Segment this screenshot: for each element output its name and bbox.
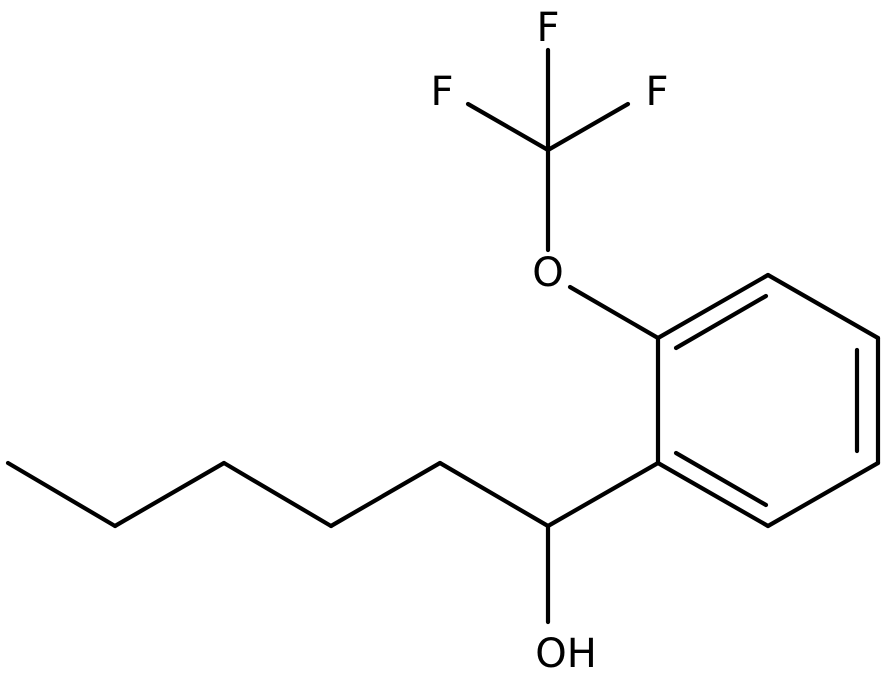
atom-label-f-top: F [536,5,559,51]
ring-bond-1 [655,272,771,341]
bond-c-f-left [465,101,551,153]
ring-bond-5 [655,460,771,529]
ring-bond-4 [765,460,881,529]
bond-o-ring [567,284,661,341]
atom-label-f-right: F [645,69,668,115]
ring-bond-2 [765,272,881,341]
atom-label-o-ether: O [532,250,563,296]
bond-c-f-right [545,101,631,153]
chain-bond-1 [437,460,551,529]
ring-bond-5-inner [673,450,769,508]
atom-label-f-left: F [430,69,453,115]
ring-bond-1-inner [673,293,769,351]
atom-label-oh: OH [535,631,597,676]
chain-bond-5 [5,460,118,529]
bond-ring-carbinol [545,460,661,529]
chain-bond-4 [112,460,227,529]
chain-bond-3 [221,460,334,529]
chain-bond-2 [328,460,443,529]
